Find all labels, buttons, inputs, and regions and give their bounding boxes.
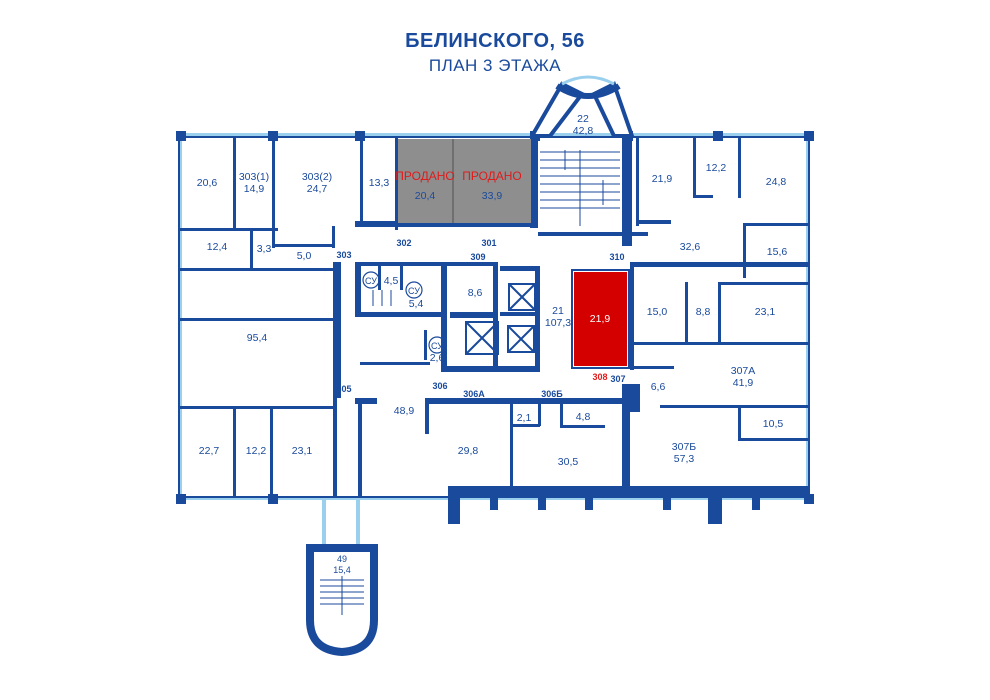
room-area-label: 24,7: [307, 183, 328, 195]
room-name-label: 21: [552, 305, 564, 317]
room-area-label: 13,3: [369, 177, 390, 189]
room-area-label: 42,8: [573, 125, 594, 137]
room-area-label: 21,9: [590, 313, 611, 325]
room-name-label: 49: [337, 554, 347, 564]
door-number: 303: [336, 250, 351, 260]
sold-label: ПРОДАНО: [395, 169, 455, 183]
room-area-label: 6,6: [651, 381, 666, 393]
room-area-label: 8,6: [468, 287, 483, 299]
door-number: 305: [336, 384, 351, 394]
room-area-label: 2,1: [517, 412, 532, 424]
room-area-label: 4,8: [576, 411, 591, 423]
restroom-label: СУ: [431, 341, 443, 351]
room-name-label: 22: [577, 113, 589, 125]
door-number: 306: [432, 381, 447, 391]
room-area-label: 107,3: [545, 317, 571, 329]
room-area-label: 10,5: [763, 418, 784, 430]
room-area-label: 32,6: [680, 241, 701, 253]
plan-address-title: БЕЛИНСКОГО, 56: [405, 30, 585, 52]
door-number: 301: [481, 238, 496, 248]
restroom-label: СУ: [365, 276, 377, 286]
room-area-label: 4,5: [384, 275, 399, 287]
main-staircase: [540, 150, 620, 226]
door-number-selected: 308: [592, 372, 607, 382]
room-area-label: 23,1: [292, 445, 313, 457]
plan-floor-subtitle: ПЛАН 3 ЭТАЖА: [428, 56, 562, 75]
room-area-label: 15,0: [647, 306, 668, 318]
room-area-label: 14,9: [244, 183, 265, 195]
restroom-label: СУ: [408, 286, 420, 296]
sold-rooms: [398, 139, 531, 223]
door-number: 310: [609, 252, 624, 262]
door-number: 309: [470, 252, 485, 262]
room-area-label: 12,2: [246, 445, 267, 457]
room-area-label: 57,3: [674, 453, 695, 465]
room-area-label: 5,0: [297, 250, 312, 262]
room-name-label: 307Б: [672, 441, 697, 453]
room-area-label: 8,8: [696, 306, 711, 318]
door-number: 306А: [463, 389, 485, 399]
room-area-label: 30,5: [558, 456, 579, 468]
room-area-label: 2,6: [430, 352, 445, 364]
top-bay: [528, 75, 635, 138]
elevators: [465, 283, 536, 355]
room-area-label: 29,8: [458, 445, 479, 457]
room-area-label: 15,4: [333, 565, 351, 575]
room-area-label: 5,4: [409, 298, 424, 310]
walls: [176, 131, 814, 524]
room-area-label: 41,9: [733, 377, 754, 389]
room-area-label: 22,7: [199, 445, 220, 457]
room-area-label: 15,6: [767, 246, 788, 258]
room-area-label: 24,8: [766, 176, 787, 188]
room-area-label: 33,9: [482, 190, 503, 202]
sold-label: ПРОДАНО: [462, 169, 522, 183]
door-number: 302: [396, 238, 411, 248]
room-area-label: 12,4: [207, 241, 228, 253]
room-area-label: 12,2: [706, 162, 727, 174]
door-numbers: 302 301 303 309 310 305 306 306А 306Б 30…: [336, 238, 625, 399]
room-area-label: 23,1: [755, 306, 776, 318]
room-area-label: 20,6: [197, 177, 218, 189]
room-name-label: 303(1): [239, 171, 269, 183]
room-area-label: 21,9: [652, 173, 673, 185]
room-name-label: 307А: [731, 365, 756, 377]
door-number: 307: [610, 374, 625, 384]
room-labels: 20,6 303(1) 14,9 303(2) 24,7 13,3 ПРОДАН…: [197, 113, 788, 575]
room-area-label: 95,4: [247, 332, 268, 344]
selected-room-308[interactable]: [574, 272, 627, 366]
door-number: 306Б: [541, 389, 563, 399]
room-area-label: 20,4: [415, 190, 436, 202]
room-name-label: 303(2): [302, 171, 332, 183]
room-area-label: 48,9: [394, 405, 415, 417]
lower-staircase: [306, 500, 378, 657]
room-area-label: 3,3: [257, 243, 272, 255]
